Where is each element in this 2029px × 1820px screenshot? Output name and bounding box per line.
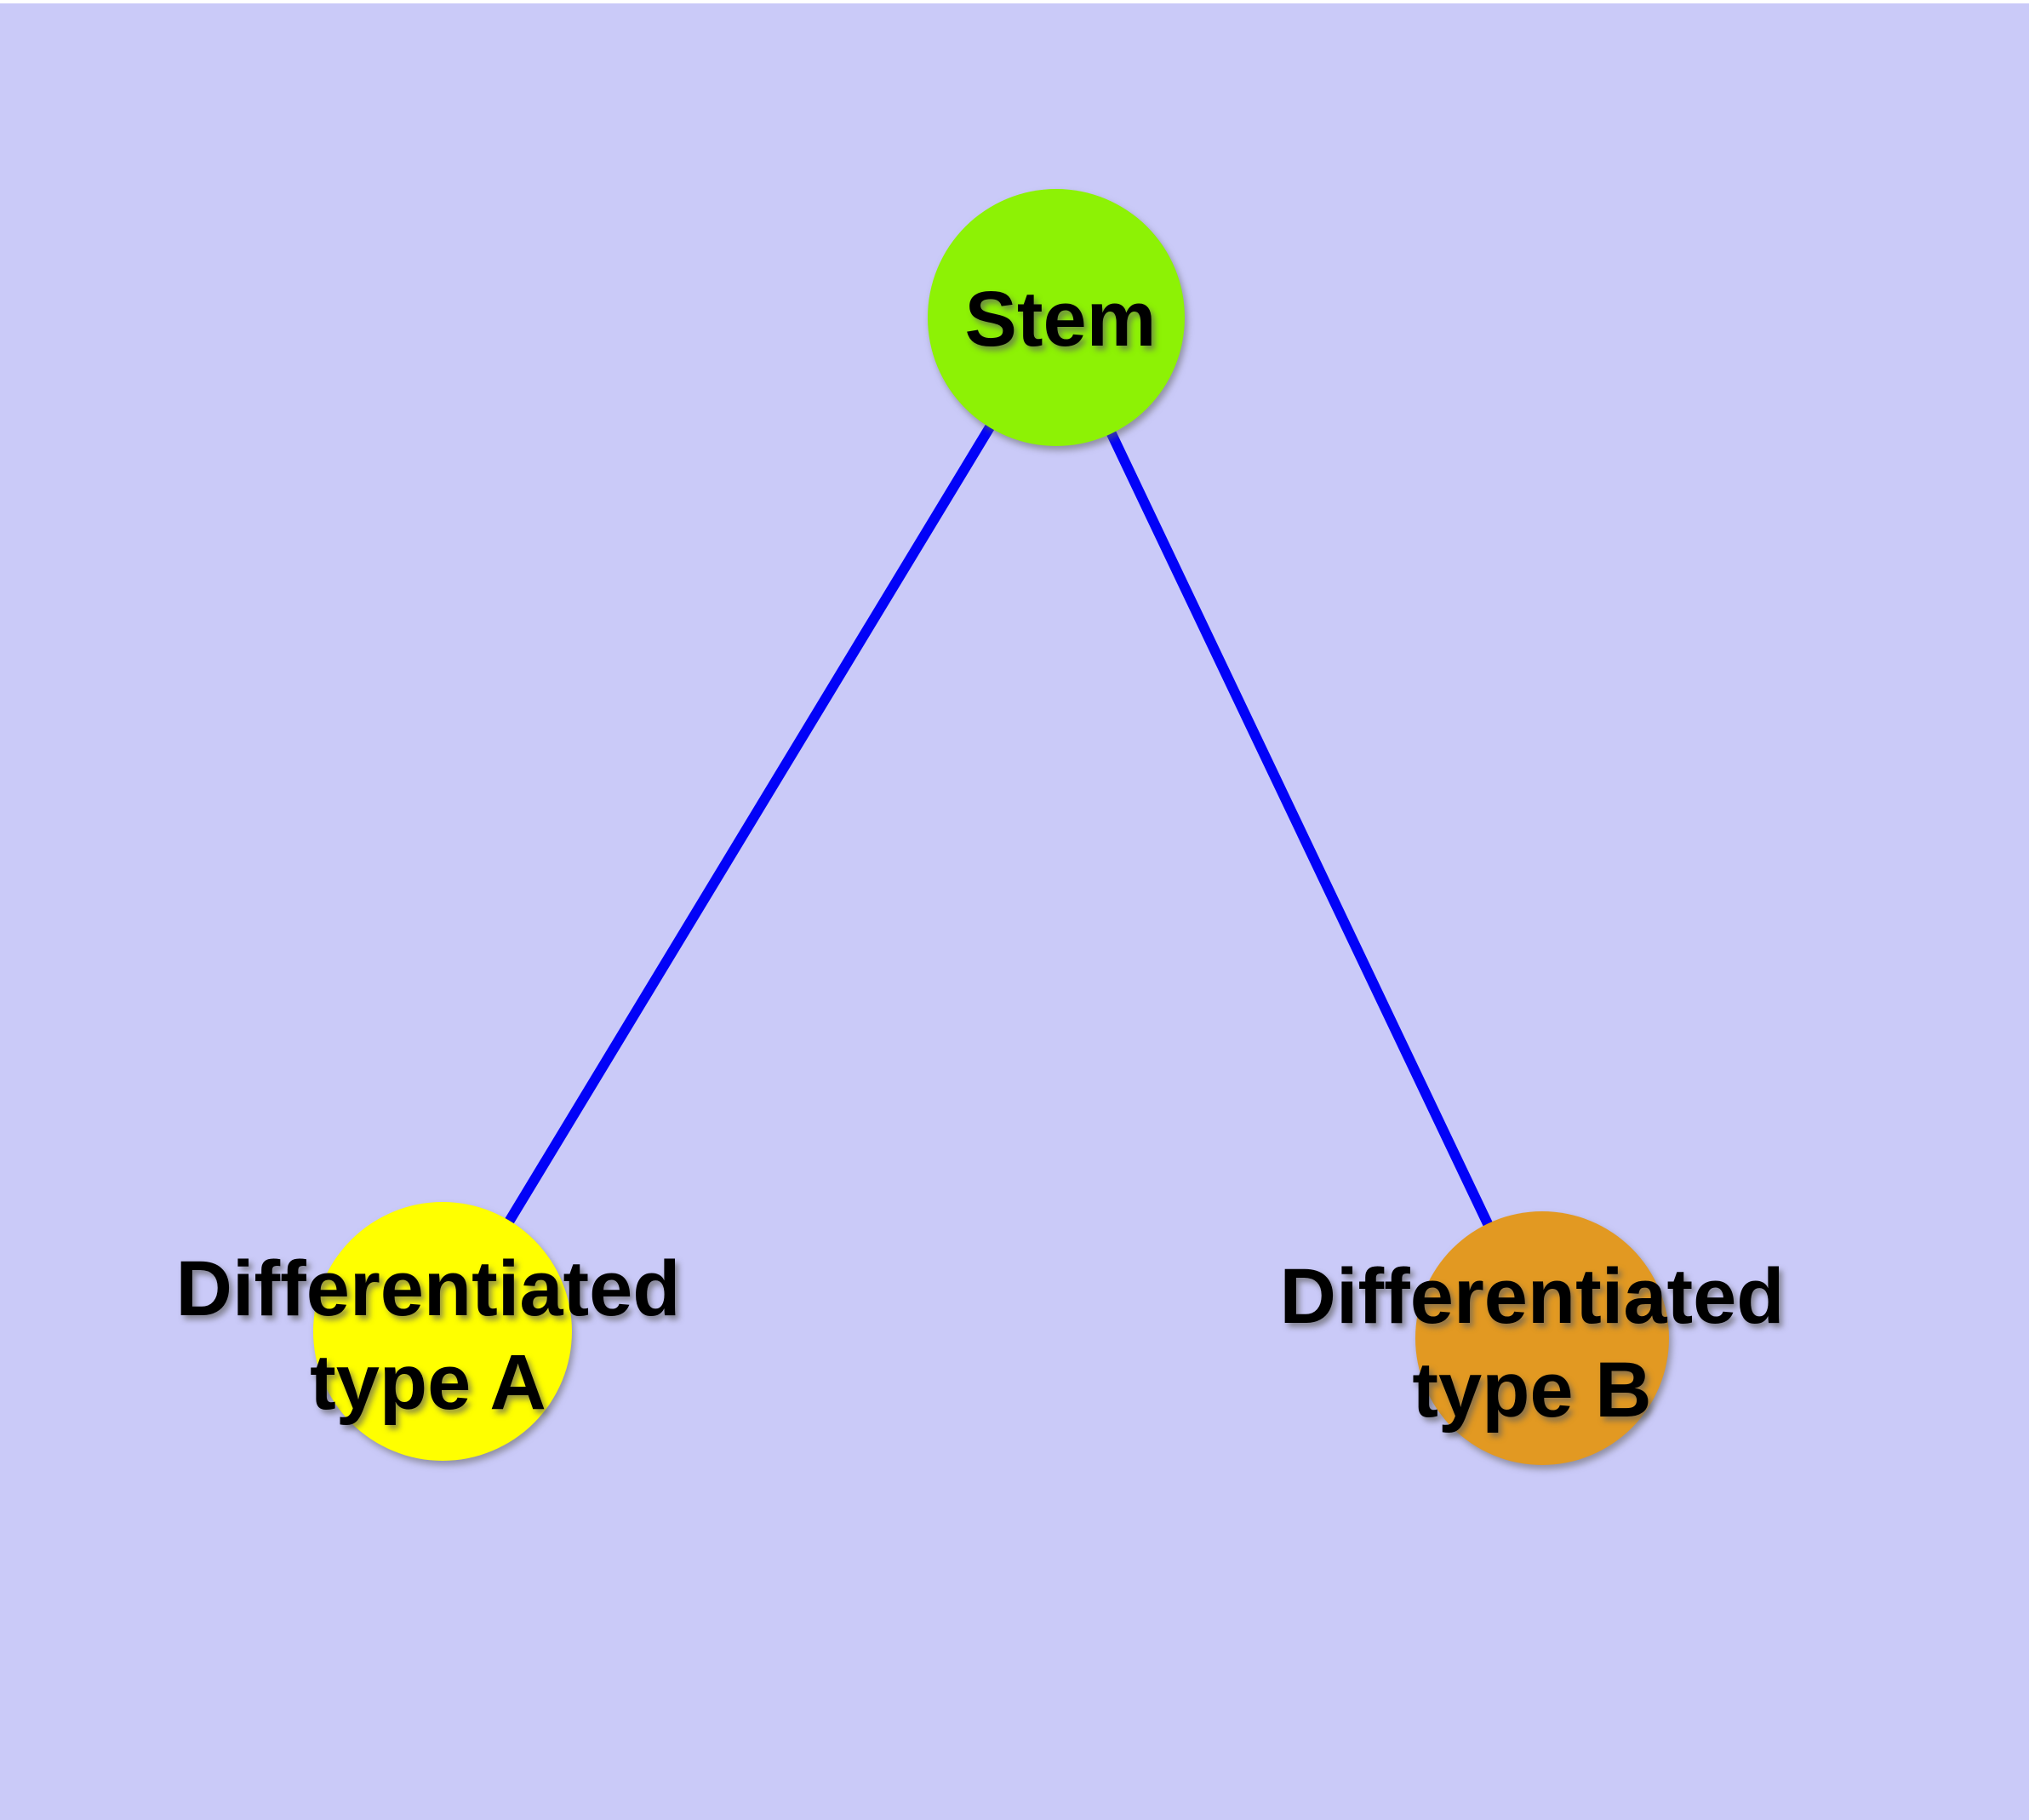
node-type-b-label-line2: type B: [1412, 1347, 1652, 1434]
node-type-a-label-line2: type A: [310, 1339, 546, 1426]
edge-stem-to-type-b: [1051, 312, 1547, 1343]
node-type-b-label: Differentiated type B: [1280, 1250, 1785, 1437]
node-type-a-circle: [313, 1202, 572, 1461]
node-type-a-label: Differentiated type A: [176, 1242, 681, 1429]
node-stem-label-text: Stem: [964, 276, 1157, 363]
node-type-b-circle: [1415, 1211, 1669, 1465]
node-type-b-label-line1: Differentiated: [1279, 1253, 1785, 1340]
node-type-a-label-line1: Differentiated: [175, 1245, 681, 1332]
node-stem-label: Stem: [965, 272, 1157, 366]
edge-stem-to-type-a: [437, 312, 1061, 1336]
node-stem-circle: [928, 189, 1185, 446]
